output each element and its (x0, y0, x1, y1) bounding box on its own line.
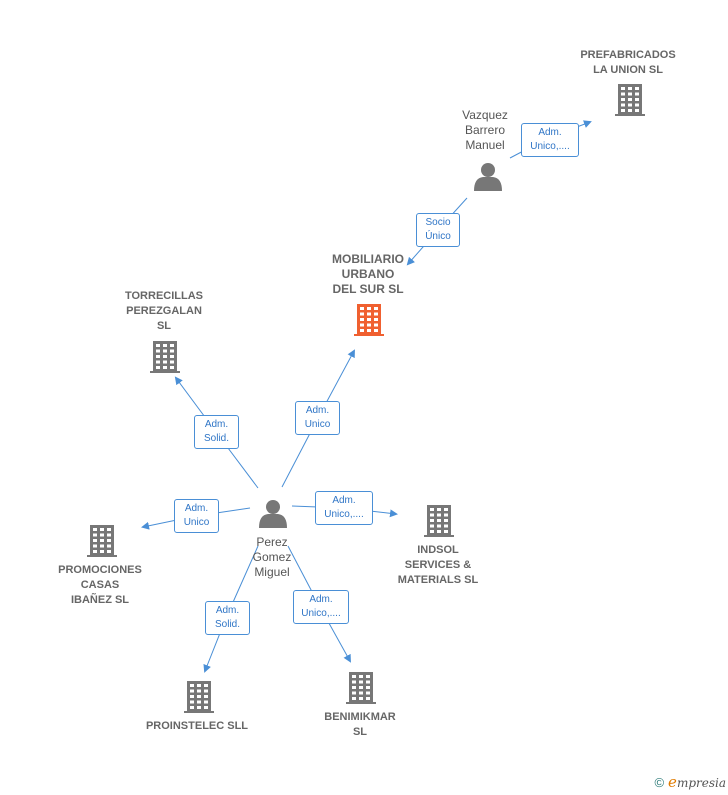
building-icon-indsol[interactable] (424, 505, 454, 537)
node-label-proinstelec[interactable]: PROINSTELEC SLL (145, 720, 249, 732)
brand-name: mpresia (676, 776, 726, 790)
building-icon-proinstelec[interactable] (184, 681, 214, 713)
building-icon-torrecillas[interactable] (150, 341, 180, 373)
edge-label-perez-promociones[interactable]: Adm. Unico (174, 499, 219, 533)
edge-label-perez-benimikmar[interactable]: Adm. Unico,.... (293, 590, 349, 624)
footer-brand[interactable]: ©empresia (654, 773, 726, 791)
node-label-vazquez[interactable]: Vazquez Barrero Manuel (462, 108, 508, 152)
building-icon-benimikmar[interactable] (346, 672, 376, 704)
copyright-icon: © (654, 775, 665, 790)
edge-label-perez-torrecillas[interactable]: Adm. Solid. (194, 415, 239, 449)
node-label-torrecillas[interactable]: TORRECILLAS PEREZGALAN SL (124, 290, 204, 332)
edge-label-perez-indsol[interactable]: Adm. Unico,.... (315, 491, 373, 525)
building-icon-mobiliario[interactable] (354, 304, 384, 336)
edge-label-vazquez-prefabricados[interactable]: Adm. Unico,.... (521, 123, 579, 157)
node-label-promociones[interactable]: PROMOCIONES CASAS IBAÑEZ SL (58, 564, 142, 606)
node-label-mobiliario[interactable]: MOBILIARIO URBANO DEL SUR SL (332, 252, 404, 296)
edge-label-vazquez-mobiliario[interactable]: Socio Único (416, 213, 460, 247)
building-icon-prefabricados[interactable] (615, 84, 645, 116)
edge-label-perez-proinstelec[interactable]: Adm. Solid. (205, 601, 250, 635)
edge-label-perez-mobiliario[interactable]: Adm. Unico (295, 401, 340, 435)
node-label-perez[interactable]: Perez Gomez Miguel (252, 535, 292, 579)
node-label-prefabricados[interactable]: PREFABRICADOS LA UNION SL (580, 49, 676, 76)
node-label-indsol[interactable]: INDSOL SERVICES & MATERIALS SL (397, 544, 479, 586)
person-icon-vazquez[interactable] (474, 163, 502, 191)
building-icon-promociones[interactable] (87, 525, 117, 557)
person-icon-perez[interactable] (259, 500, 287, 528)
brand-logo-e: e (668, 773, 677, 791)
node-label-benimikmar[interactable]: BENIMIKMAR SL (324, 711, 396, 738)
